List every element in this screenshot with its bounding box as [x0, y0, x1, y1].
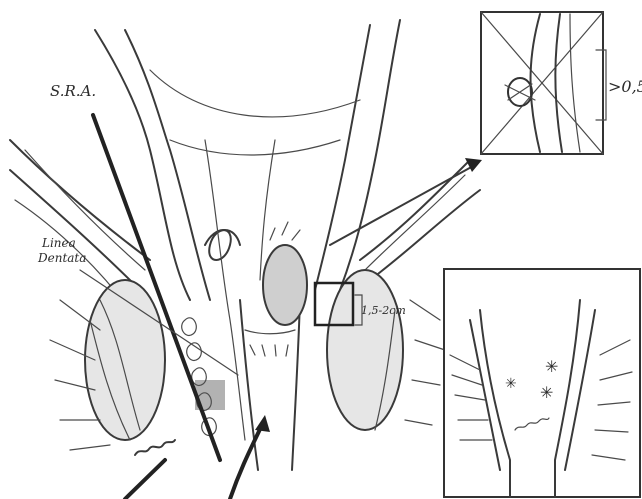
infinity-loop	[205, 230, 240, 260]
inset-detail-bottom: ✳ ✳ ✳	[444, 269, 640, 497]
rectal-wall-right-outer	[340, 20, 400, 290]
inset-pointer-arrow	[330, 165, 475, 245]
anal-verge	[135, 440, 175, 455]
entry-arrow-left	[125, 460, 165, 499]
rectal-fold	[150, 70, 360, 117]
rectal-wall-right-inner	[315, 25, 370, 290]
anal-canal	[240, 222, 307, 470]
staple-mark-1: ✳	[545, 357, 558, 376]
label-linea: Linea	[41, 236, 76, 250]
staple-mark-3: ✳	[505, 376, 517, 392]
left-muscle-fan	[10, 140, 165, 450]
label-distance: 1,5-2cm	[361, 304, 406, 317]
label-inset-measure: >0,5	[608, 77, 642, 96]
entry-arrow-head	[255, 415, 270, 432]
rectal-wall-left-inner	[125, 30, 210, 300]
label-sra: S.R.A.	[50, 82, 96, 100]
rectal-fold-2	[170, 140, 340, 155]
label-dentata: Dentata	[37, 251, 86, 265]
inset-detail-top	[481, 12, 606, 154]
staple-mark-2: ✳	[540, 383, 553, 402]
